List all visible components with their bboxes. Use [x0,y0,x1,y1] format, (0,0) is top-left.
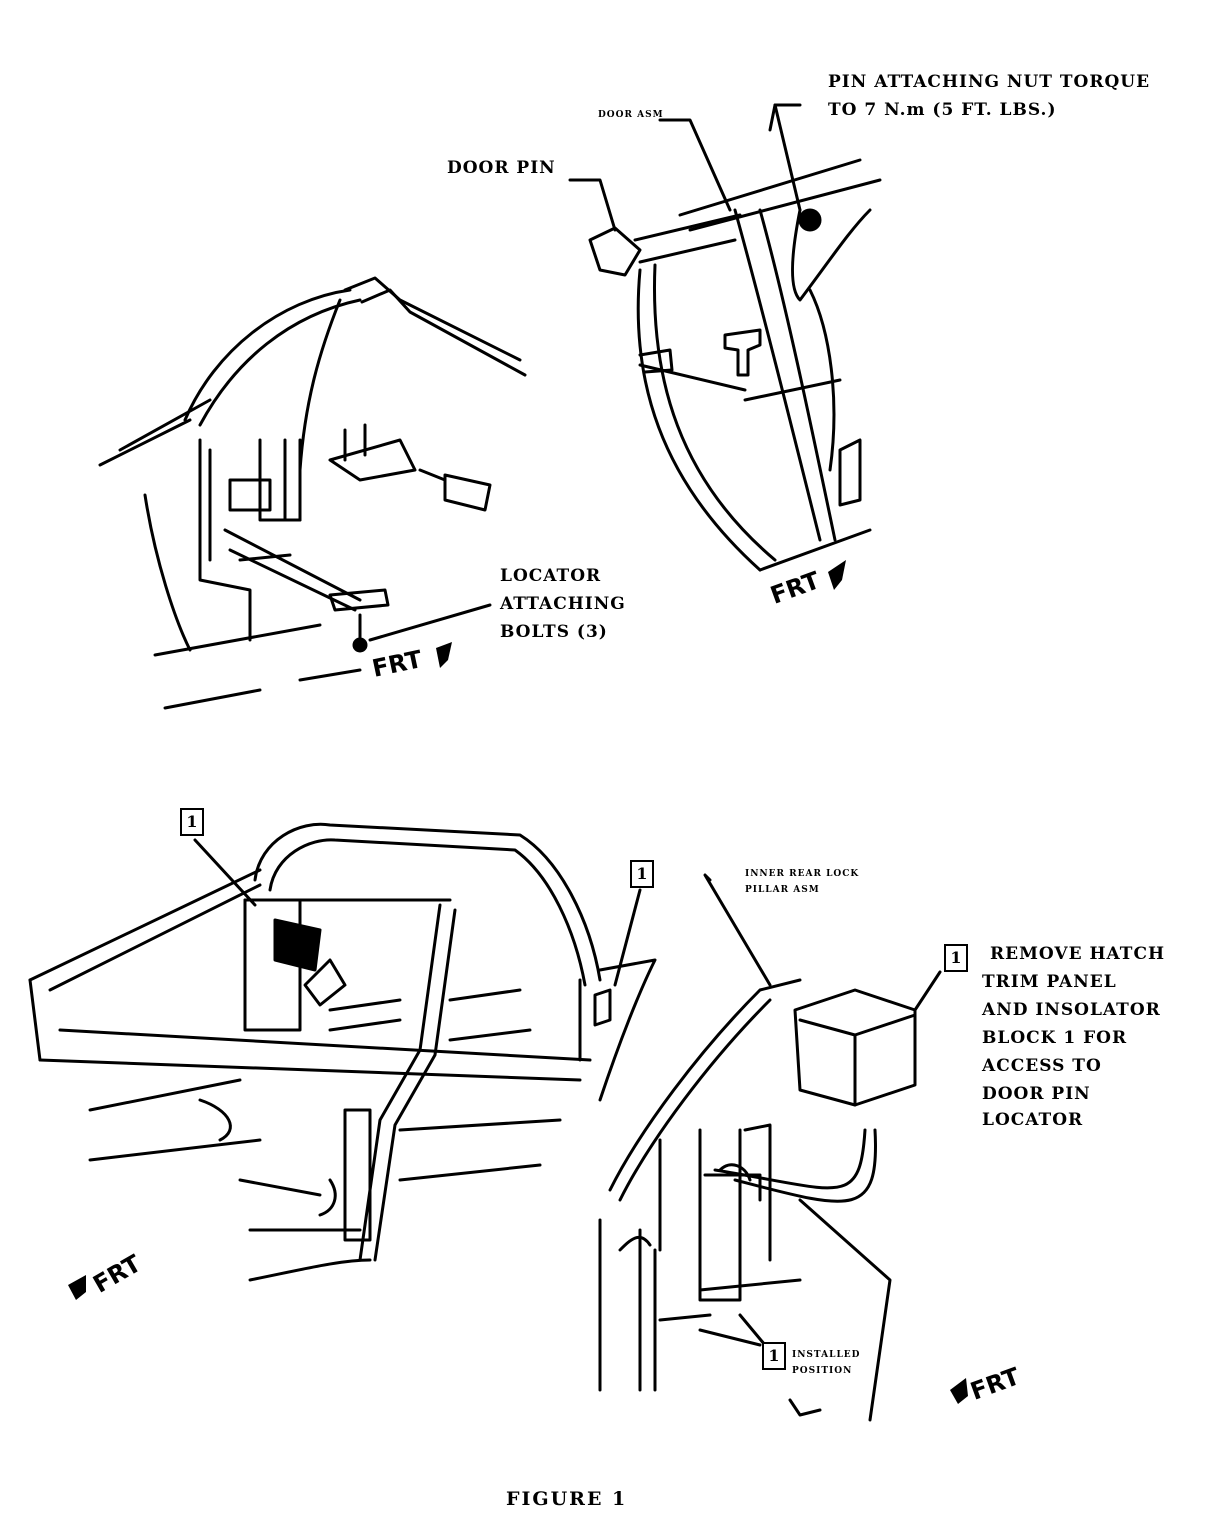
inner-pillar-label-line1: INNER REAR LOCK [745,869,860,879]
remove-instructions-line3: AND INSOLATOR [982,1000,1161,1020]
door-opening-locator-view [98,276,527,710]
remove-instructions-line4: BLOCK 1 FOR [982,1028,1128,1048]
pin-torque-label-line2: TO 7 N.m (5 FT. LBS.) [828,100,1057,120]
pin-torque-label-line1: PIN ATTACHING NUT TORQUE [828,72,1151,92]
locator-label-line1: LOCATOR [500,566,602,586]
remove-instructions-line5: ACCESS TO [982,1056,1102,1076]
remove-instructions-line1: REMOVE HATCH [990,944,1166,964]
door-pin-label: DOOR PIN [447,158,556,178]
remove-instructions-line2: TRIM PANEL [982,972,1117,992]
installed-position-line2: POSITION [792,1366,853,1376]
frt-arrows [68,560,968,1404]
inner-pillar-label-line2: PILLAR ASM [745,885,820,895]
door-pin-view [568,103,882,572]
locator-label-line3: BOLTS (3) [500,622,608,642]
figure-caption: FIGURE 1 [506,1488,628,1510]
callout-1-body-right: 1 [630,860,654,888]
callout-1-insulator: 1 [944,944,968,972]
lock-pillar-view [598,873,942,1422]
door-asm-label: DOOR ASM [598,110,664,120]
body-hatch-view [28,822,657,1282]
remove-instructions-line6: DOOR PIN [982,1084,1091,1104]
callout-1-top-left: 1 [180,808,204,836]
locator-label-line2: ATTACHING [500,594,626,614]
remove-instructions-line7: LOCATOR [982,1110,1084,1130]
callout-1-installed: 1 [762,1342,786,1370]
installed-position-line1: INSTALLED [792,1350,861,1360]
